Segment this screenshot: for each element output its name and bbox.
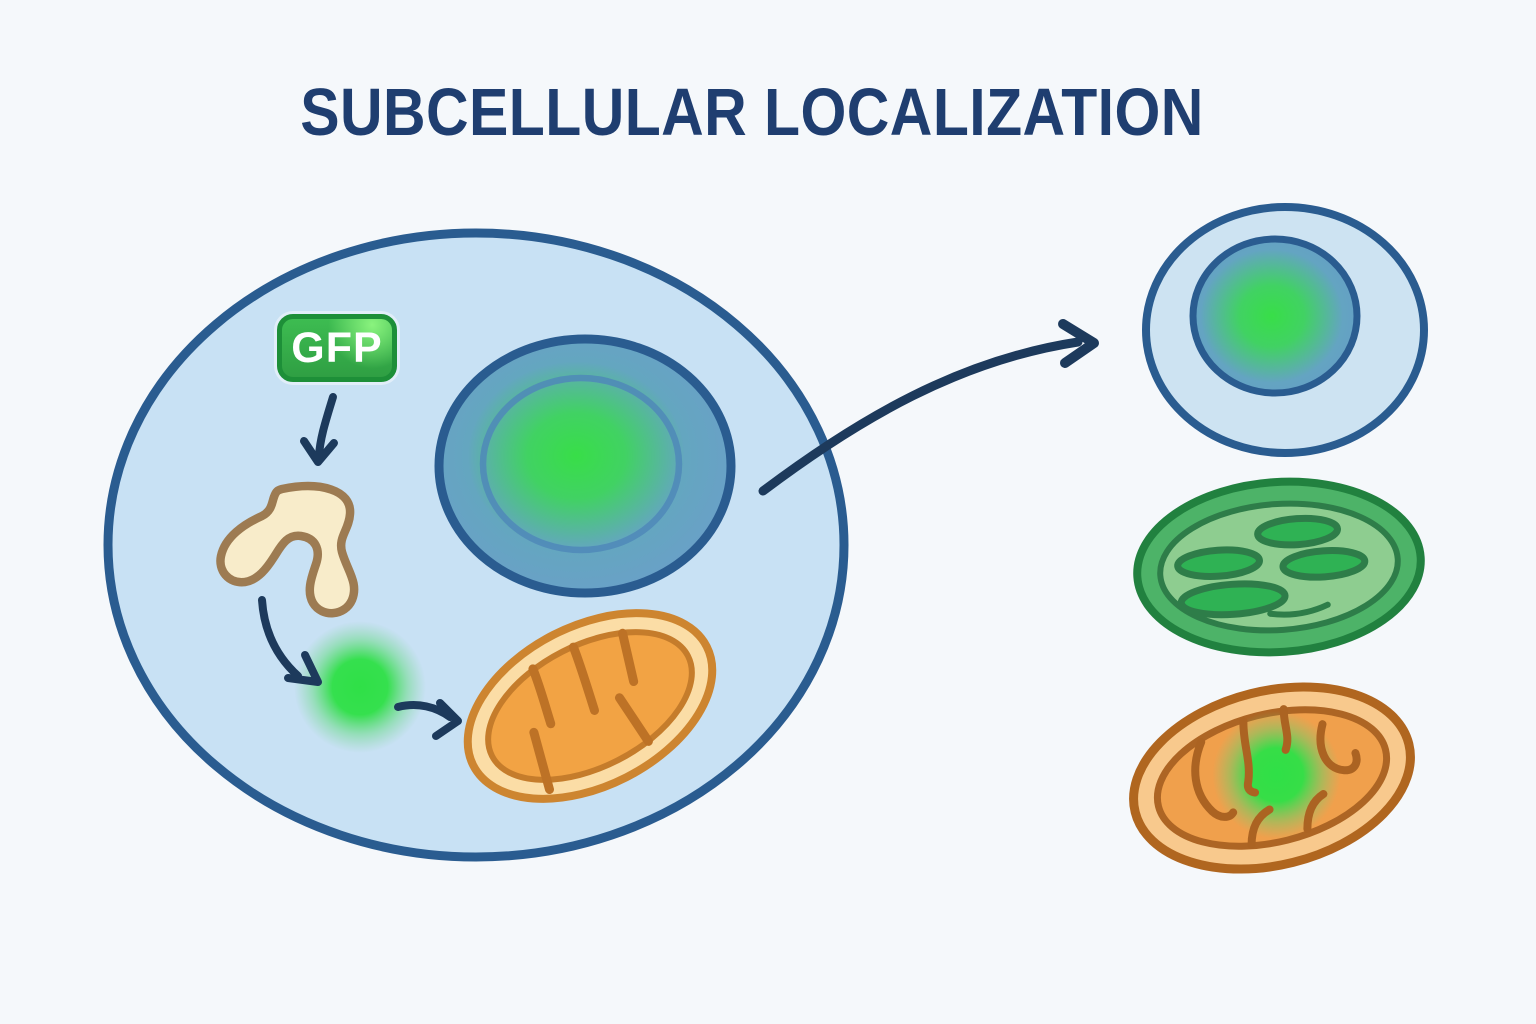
mito-cristae [528, 628, 653, 794]
thylakoid-lamella [1267, 601, 1331, 618]
nucleus-inner-ring [479, 374, 683, 554]
target-mitochondrion-gfp [1129, 682, 1415, 874]
gfp-tag-label: GFP [291, 323, 383, 372]
thylakoids [1174, 514, 1369, 619]
arrow-cell-to-targets [758, 319, 1099, 496]
mitochondrion-main [463, 609, 717, 803]
target-mito-cristae [1191, 705, 1361, 849]
target-cell-nuclear-gfp [1142, 203, 1428, 457]
target-panel [1129, 203, 1428, 874]
arrow-dot-to-mito [394, 699, 462, 740]
arrow-er-to-dot [258, 596, 322, 686]
main-cell [103, 228, 849, 862]
arrow-gfp-to-er [300, 393, 338, 466]
gfp-protein-glow-dot [294, 621, 426, 753]
er-golgi-blob [216, 481, 359, 618]
nucleus [434, 334, 736, 598]
gfp-tag-badge: GFP [277, 314, 397, 382]
page-title: SUBCELLULAR LOCALIZATION [300, 75, 1204, 150]
target-chloroplast [1133, 477, 1425, 657]
pathway-arrows [258, 393, 462, 740]
target-cell-nucleus [1189, 235, 1361, 397]
